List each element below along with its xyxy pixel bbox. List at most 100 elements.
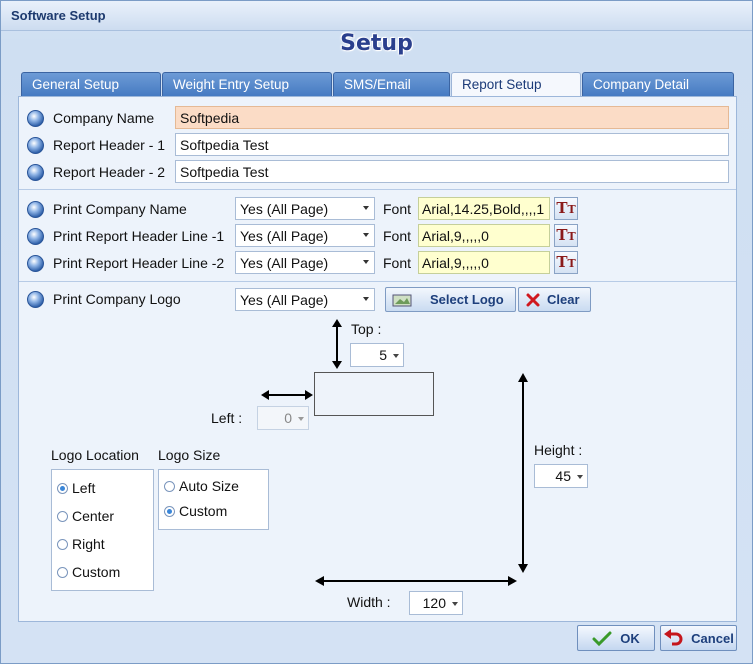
report-header-2-input[interactable]: Softpedia Test <box>175 160 729 183</box>
left-label: Left : <box>211 410 243 426</box>
window-title: Software Setup <box>11 8 106 23</box>
divider <box>19 281 736 282</box>
height-label: Height : <box>534 442 583 458</box>
print-header-line-2-label: Print Report Header Line -2 <box>53 255 225 271</box>
title-bar[interactable]: Software Setup <box>1 1 752 31</box>
radio-icon <box>57 567 68 578</box>
print-company-logo-select[interactable]: Yes (All Page) <box>235 288 375 311</box>
option-label: Custom <box>72 564 121 580</box>
option-label: Left <box>72 480 96 496</box>
bullet-icon <box>27 137 44 154</box>
font-picker-icon[interactable]: TT <box>554 251 578 274</box>
radio-selected-icon <box>57 483 68 494</box>
chevron-down-icon <box>363 297 369 301</box>
radio-icon <box>57 539 68 550</box>
vertical-arrow-icon <box>332 319 342 369</box>
bullet-icon <box>27 255 44 272</box>
option-label: Custom <box>179 503 228 519</box>
undo-icon <box>664 629 683 646</box>
print-header-line-2-select[interactable]: Yes (All Page) <box>235 251 375 274</box>
top-label: Top : <box>351 321 382 337</box>
radio-selected-icon <box>164 506 175 517</box>
select-value: Yes (All Page) <box>240 228 329 244</box>
divider <box>19 189 736 190</box>
size-option-auto[interactable]: Auto Size <box>164 478 239 494</box>
select-logo-label: Select Logo <box>430 292 504 307</box>
bullet-icon <box>27 291 44 308</box>
tab-weight-entry-setup[interactable]: Weight Entry Setup <box>162 72 332 97</box>
width-label: Width : <box>347 594 391 610</box>
logo-preview-box <box>314 372 434 416</box>
chevron-down-icon <box>577 475 583 479</box>
left-value: 0 <box>284 410 292 426</box>
tab-general-setup[interactable]: General Setup <box>21 72 161 97</box>
print-company-name-select[interactable]: Yes (All Page) <box>235 197 375 220</box>
page-title: Setup <box>340 31 413 56</box>
chevron-down-icon <box>363 233 369 237</box>
print-company-logo-label: Print Company Logo <box>53 291 181 307</box>
height-value: 45 <box>555 468 571 484</box>
print-header-line-1-select[interactable]: Yes (All Page) <box>235 224 375 247</box>
horizontal-arrow-icon <box>261 390 313 400</box>
location-option-right[interactable]: Right <box>57 536 105 552</box>
width-value: 120 <box>422 595 446 611</box>
close-icon <box>526 293 540 306</box>
chevron-down-icon <box>452 602 458 606</box>
image-icon <box>392 294 412 306</box>
vertical-arrow-icon <box>518 373 528 573</box>
logo-location-title: Logo Location <box>51 447 139 463</box>
ok-button[interactable]: OK <box>577 625 655 651</box>
check-icon <box>592 631 612 646</box>
chevron-down-icon <box>393 354 399 358</box>
select-value: Yes (All Page) <box>240 255 329 271</box>
tab-sms-email[interactable]: SMS/Email <box>333 72 450 97</box>
bullet-icon <box>27 164 44 181</box>
radio-icon <box>164 481 175 492</box>
chevron-down-icon <box>298 417 304 421</box>
option-label: Center <box>72 508 115 524</box>
horizontal-arrow-icon <box>315 576 517 586</box>
top-value: 5 <box>379 347 387 363</box>
bullet-icon <box>27 110 44 127</box>
left-stepper[interactable]: 0 <box>257 406 309 430</box>
header-line-1-font-field[interactable]: Arial,9,,,,,0 <box>418 224 550 247</box>
company-name-input[interactable]: Softpedia <box>175 106 729 129</box>
font-picker-icon[interactable]: TT <box>554 224 578 247</box>
report-header-2-label: Report Header - 2 <box>53 164 166 180</box>
tab-report-setup[interactable]: Report Setup <box>451 72 581 99</box>
logo-size-group: Auto Size Custom <box>158 469 269 530</box>
option-label: Auto Size <box>179 478 239 494</box>
logo-location-group: Left Center Right Custom <box>51 469 154 591</box>
report-header-1-input[interactable]: Softpedia Test <box>175 133 729 156</box>
chevron-down-icon <box>363 260 369 264</box>
cancel-button[interactable]: Cancel <box>660 625 737 651</box>
select-logo-button[interactable]: Select Logo <box>385 287 516 312</box>
company-name-font-field[interactable]: Arial,14.25,Bold,,,,1 <box>418 197 550 220</box>
top-stepper[interactable]: 5 <box>350 343 404 367</box>
width-stepper[interactable]: 120 <box>409 591 463 615</box>
size-option-custom[interactable]: Custom <box>164 503 227 519</box>
bullet-icon <box>27 228 44 245</box>
location-option-left[interactable]: Left <box>57 480 95 496</box>
clear-logo-button[interactable]: Clear <box>518 287 591 312</box>
report-header-1-label: Report Header - 1 <box>53 137 166 153</box>
font-label: Font <box>383 228 412 244</box>
location-option-custom[interactable]: Custom <box>57 564 120 580</box>
header-line-2-font-field[interactable]: Arial,9,,,,,0 <box>418 251 550 274</box>
height-stepper[interactable]: 45 <box>534 464 588 488</box>
font-picker-icon[interactable]: TT <box>554 197 578 220</box>
font-label: Font <box>383 201 412 217</box>
print-header-line-1-label: Print Report Header Line -1 <box>53 228 225 244</box>
select-value: Yes (All Page) <box>240 201 329 217</box>
bullet-icon <box>27 201 44 218</box>
clear-label: Clear <box>547 292 580 307</box>
option-label: Right <box>72 536 105 552</box>
logo-size-title: Logo Size <box>158 447 221 463</box>
select-value: Yes (All Page) <box>240 292 329 308</box>
cancel-label: Cancel <box>691 630 734 646</box>
ok-label: OK <box>620 630 640 646</box>
company-name-label: Company Name <box>53 110 155 126</box>
location-option-center[interactable]: Center <box>57 508 114 524</box>
tab-company-detail[interactable]: Company Detail <box>582 72 734 97</box>
